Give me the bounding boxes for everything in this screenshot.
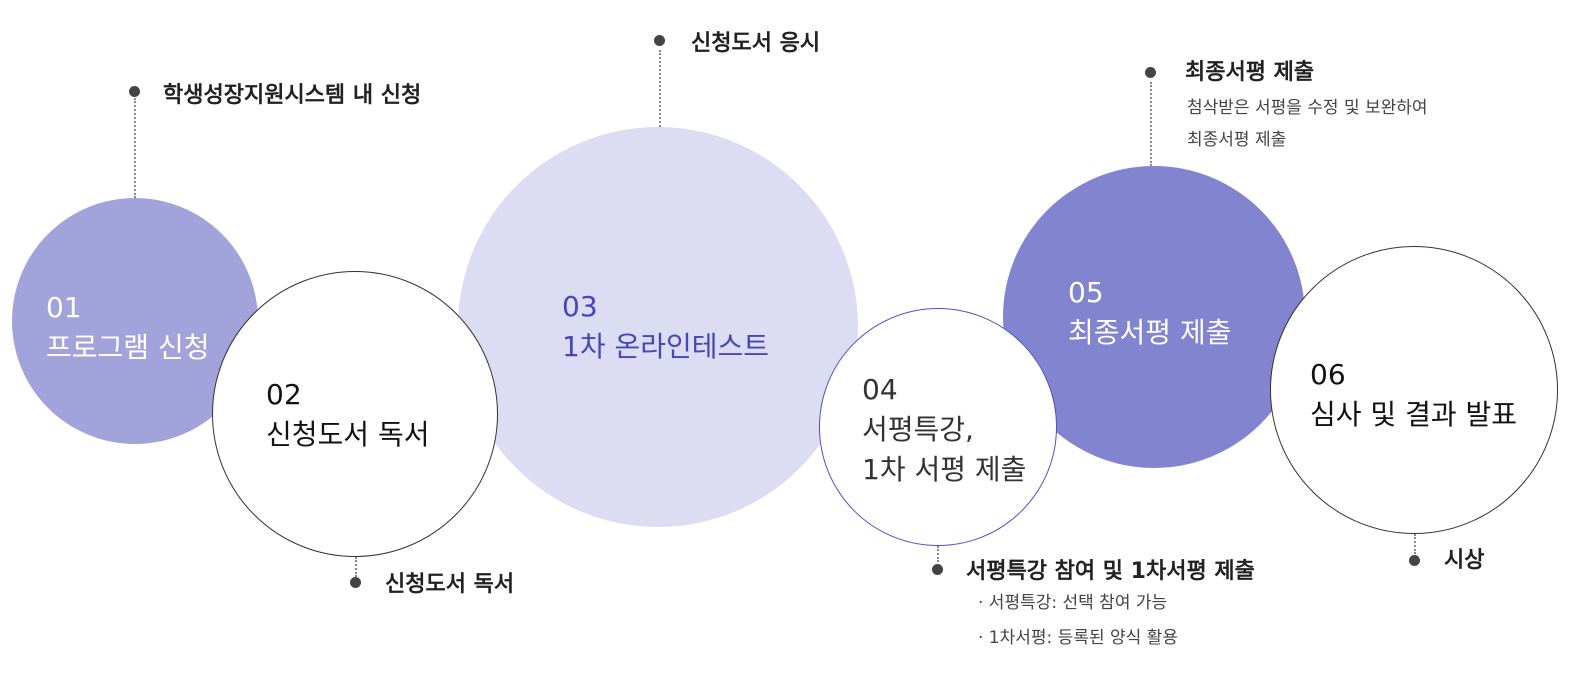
note-06-connector — [1414, 534, 1416, 554]
step-04-label: 04 서평특강, 1차 서평 제출 — [862, 370, 1026, 490]
step-title: 신청도서 독서 — [266, 418, 430, 451]
note-02-bullet-icon — [350, 577, 361, 588]
note-03-connector — [659, 50, 661, 127]
step-03-circle — [458, 127, 858, 527]
step-05-label: 05 최종서평 제출 — [1068, 273, 1231, 353]
note-04-bullet-icon — [932, 564, 943, 575]
step-06-circle — [1270, 246, 1558, 534]
step-number: 04 — [862, 373, 898, 406]
note-05-title: 최종서평 제출 — [1185, 60, 1315, 85]
step-title: 심사 및 결과 발표 — [1310, 398, 1518, 431]
step-02-circle — [212, 271, 498, 557]
step-02-label: 02 신청도서 독서 — [266, 375, 429, 455]
note-04-detail-1: · 서평특강: 선택 참여 가능 — [978, 593, 1168, 613]
note-04-title: 서평특강 참여 및 1차서평 제출 — [966, 559, 1255, 584]
note-02-connector — [355, 557, 357, 577]
note-03-title: 신청도서 응시 — [691, 31, 821, 56]
step-03-label: 03 1차 온라인테스트 — [562, 287, 769, 367]
step-title-line1: 서평특강, — [862, 413, 974, 446]
note-05-connector — [1150, 82, 1152, 166]
note-02-title: 신청도서 독서 — [385, 572, 515, 597]
note-01-title: 학생성장지원시스템 내 신청 — [163, 83, 422, 108]
step-number: 03 — [562, 290, 598, 323]
note-04-detail-2: · 1차서평: 등록된 양식 활용 — [978, 628, 1178, 648]
step-number: 06 — [1310, 358, 1346, 391]
note-01-connector — [134, 98, 136, 198]
step-number: 01 — [46, 291, 82, 324]
step-title-line2: 1차 서평 제출 — [862, 453, 1027, 486]
note-05-bullet-icon — [1145, 67, 1156, 78]
note-06-title: 시상 — [1444, 548, 1485, 573]
step-number: 02 — [266, 378, 302, 411]
step-01-label: 01 프로그램 신청 — [46, 288, 209, 368]
step-number: 05 — [1068, 276, 1104, 309]
step-04-circle — [819, 308, 1057, 546]
note-06-bullet-icon — [1409, 555, 1420, 566]
step-06-label: 06 심사 및 결과 발표 — [1310, 355, 1517, 435]
step-title: 최종서평 제출 — [1068, 316, 1232, 349]
note-05-detail-2: 최종서평 제출 — [1187, 130, 1287, 150]
note-04-connector — [937, 546, 939, 562]
step-title: 프로그램 신청 — [46, 331, 210, 364]
note-05-detail-1: 첨삭받은 서평을 수정 및 보완하여 — [1187, 98, 1428, 118]
note-03-bullet-icon — [654, 35, 665, 46]
note-01-bullet-icon — [129, 86, 140, 97]
step-title: 1차 온라인테스트 — [562, 330, 770, 363]
